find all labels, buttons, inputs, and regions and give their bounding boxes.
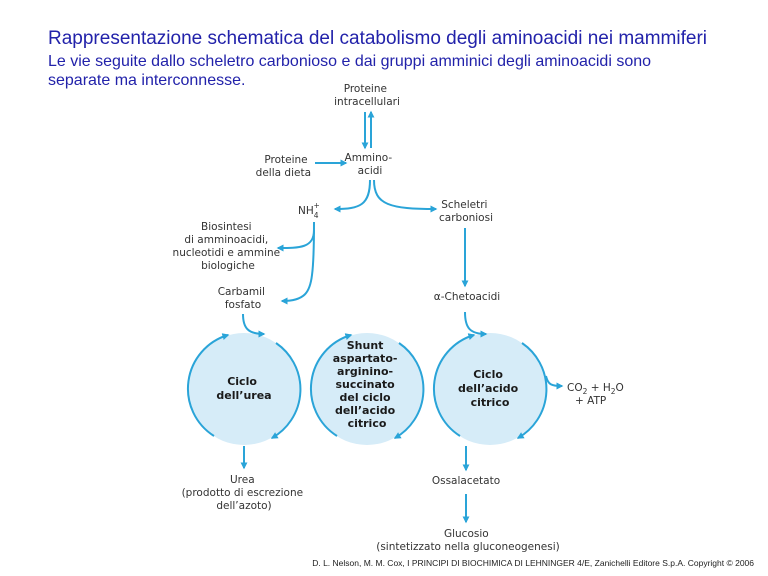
urea-cycle-arc-left	[186, 333, 230, 437]
label-scheletri: Scheletri carboniosi	[439, 199, 493, 224]
label-ciclo-urea: Ciclo dell’urea	[216, 375, 271, 402]
label-biosintesi: Biosintesi di amminoacidi, nucleotidi e …	[173, 221, 284, 272]
copyright-footer: D. L. Nelson, M. M. Cox, I PRINCIPI DI B…	[312, 558, 754, 568]
label-proteine-dieta: Proteine della dieta	[256, 154, 311, 179]
label-proteine-intracellulari: Proteine intracellulari	[334, 83, 400, 108]
arrow-carbamil-into-urea	[242, 313, 266, 338]
label-co2-h2o: CO2 + H2O	[567, 382, 624, 396]
label-shunt: Shunt aspartato- arginino- succinato del…	[333, 339, 402, 430]
shunt-arc-left	[309, 333, 353, 437]
arrow-chetoacidi-into-citric	[464, 311, 488, 338]
label-glucosio: Glucosio (sintetizzato nella gluconeogen…	[376, 528, 560, 553]
label-urea: Urea (prodotto di escrezione dell’azoto)	[182, 474, 307, 512]
label-carbamil: Carbamil fosfato	[218, 286, 269, 311]
label-atp: + ATP	[575, 395, 606, 407]
citric-cycle-circle	[434, 333, 546, 445]
label-nh4: NH4+	[298, 201, 320, 220]
urea-cycle-arc-right	[270, 342, 302, 439]
citric-cycle-arc-left	[432, 333, 476, 437]
shunt-arc-right	[393, 342, 425, 439]
line-nh4-down	[280, 221, 315, 305]
urea-cycle-circle	[188, 333, 300, 445]
label-ossalacetato: Ossalacetato	[432, 475, 500, 487]
citric-cycle-arc-right	[516, 342, 548, 439]
label-ciclo-citrico: Ciclo dell’acido citrico	[458, 368, 522, 409]
page-title: Rappresentazione schematica del cataboli…	[48, 28, 707, 49]
arrow-to-nh4	[333, 179, 371, 213]
label-chetoacidi: α-Chetoacidi	[434, 291, 500, 303]
arrow-to-biosintesi	[276, 229, 315, 252]
arrow-to-skeletons	[373, 179, 438, 213]
page-subtitle: Le vie seguite dallo scheletro carbonios…	[48, 53, 652, 89]
shunt-circle	[311, 333, 423, 445]
arrow-to-co2	[545, 375, 564, 390]
label-amminoacidi: Ammino- acidi	[345, 152, 396, 177]
